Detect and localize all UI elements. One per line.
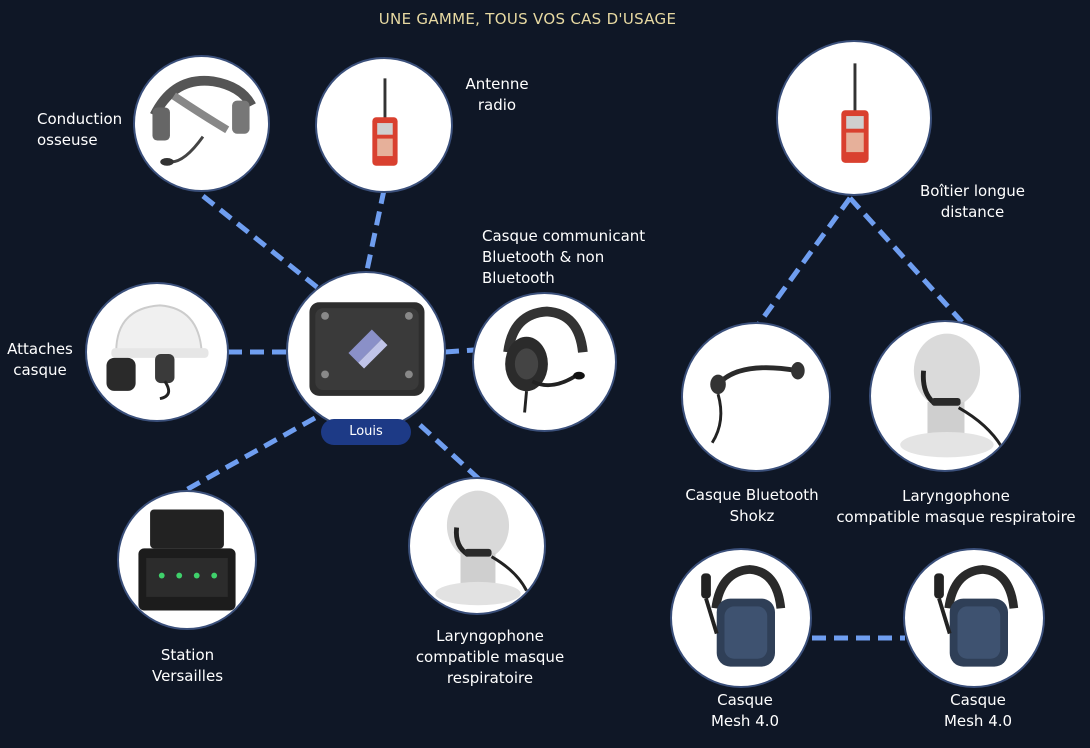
radio-antenna-image bbox=[315, 57, 453, 193]
label-long-range-box: Boîtier longue distance bbox=[920, 182, 1025, 221]
shokz-headset-image bbox=[681, 322, 831, 472]
laryngophone-left-image bbox=[408, 477, 546, 615]
label-mesh-left: Casque Mesh 4.0 bbox=[710, 691, 780, 730]
label-communicating-headset: Casque communicant Bluetooth & non Bluet… bbox=[482, 227, 646, 287]
link-shokz bbox=[755, 196, 853, 327]
label-laryngophone-right: Laryngophone compatible masque respirato… bbox=[836, 487, 1076, 526]
link-antenna bbox=[363, 189, 387, 276]
label-helmet-attachments: Attaches casque bbox=[7, 340, 73, 379]
communicating-headset-image bbox=[472, 292, 617, 432]
link-station bbox=[184, 415, 317, 493]
link-laryngo-right bbox=[848, 196, 964, 324]
label-bone-conduction: Conduction osseuse bbox=[37, 110, 123, 149]
laryngophone-right-image bbox=[869, 320, 1021, 472]
label-shokz: Casque Bluetooth Shokz bbox=[685, 486, 819, 525]
label-radio-antenna: Antenne radio bbox=[465, 75, 529, 114]
charging-station-image bbox=[117, 490, 257, 630]
hub-device-image bbox=[286, 271, 446, 431]
link-laryngo-left bbox=[418, 423, 482, 482]
long-range-box-image bbox=[776, 40, 932, 196]
link-bone bbox=[201, 194, 320, 290]
bone-conduction-image bbox=[133, 55, 270, 192]
mesh-headset-right-image bbox=[903, 548, 1045, 688]
page-title: UNE GAMME, TOUS VOS CAS D'USAGE bbox=[378, 10, 677, 28]
mesh-headset-left-image bbox=[670, 548, 812, 688]
hub-label-badge: Louis bbox=[321, 419, 411, 445]
label-station: Station Versailles bbox=[151, 646, 224, 685]
link-headset bbox=[444, 347, 475, 355]
label-laryngophone-left: Laryngophone compatible masque respirato… bbox=[415, 627, 565, 687]
label-mesh-right: Casque Mesh 4.0 bbox=[943, 691, 1013, 730]
helmet-attachment-image bbox=[85, 282, 229, 422]
